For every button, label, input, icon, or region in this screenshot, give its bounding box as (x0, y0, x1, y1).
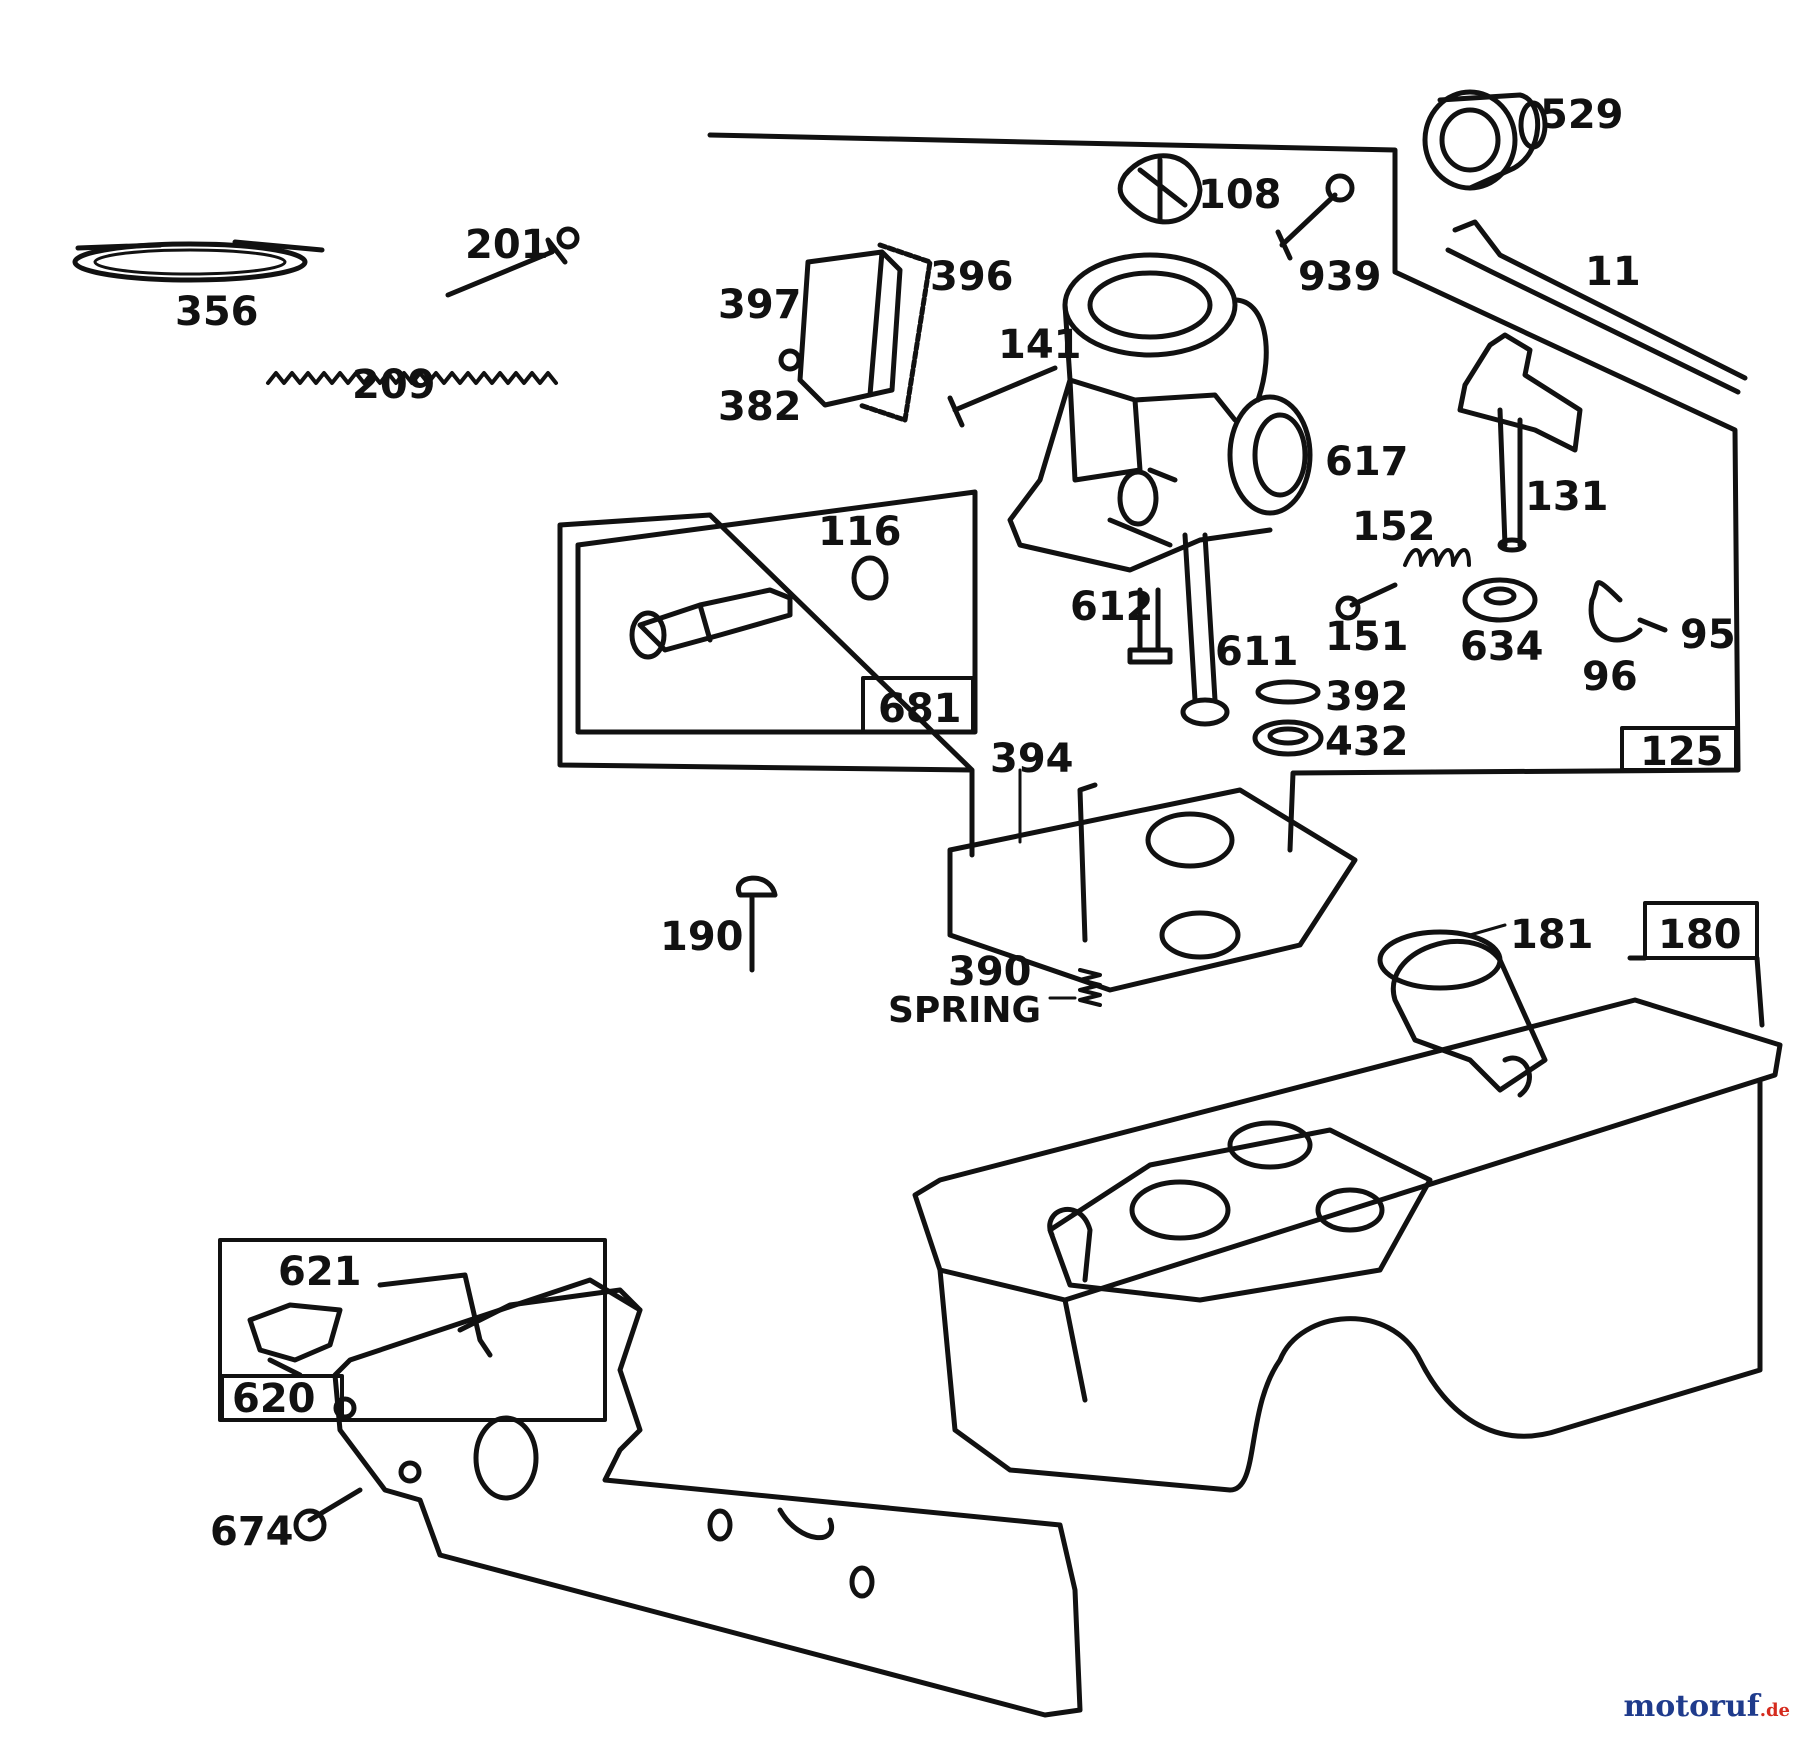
part-151-head (1335, 595, 1361, 621)
part-141-needle (947, 365, 1058, 428)
label-620: 620 (232, 1376, 316, 1422)
part-382-pin (778, 348, 802, 372)
label-674: 674 (210, 1509, 294, 1555)
part-116-oring (851, 555, 889, 601)
part-612-bolt (1127, 587, 1173, 665)
part-681-valve-tip (629, 610, 667, 660)
part-201-eye (556, 226, 580, 250)
carburetor-body (1007, 252, 1313, 573)
label-190: 190 (660, 914, 744, 960)
part-394-gasket (947, 787, 1358, 993)
label-390: 390 (948, 949, 1032, 995)
label-612: 612 (1070, 584, 1154, 630)
part-620-bracket (332, 1277, 1083, 1718)
label-131: 131 (1525, 474, 1609, 520)
part-620-hole-c (398, 1460, 422, 1484)
part-634-washer (1462, 577, 1538, 623)
leader-181 (1468, 923, 1507, 937)
part-180-fuel-tank (912, 901, 1783, 1493)
part-394-hole-b (1159, 910, 1241, 960)
part-201-link (445, 237, 568, 298)
part-611-bolt (1182, 532, 1218, 703)
part-620-hole-e (849, 1565, 875, 1599)
part-611-head (1180, 697, 1230, 727)
label-939: 939 (1298, 254, 1382, 300)
part-620-hole-b (473, 1415, 539, 1501)
label-152: 152 (1352, 504, 1436, 550)
part-939-screw (1275, 192, 1338, 261)
label-116: 116 (818, 509, 902, 555)
label-181: 181 (1510, 912, 1594, 958)
label-209: 209 (352, 362, 436, 408)
part-151-screw (1349, 582, 1398, 608)
label-529: 529 (1540, 92, 1624, 138)
label-382: 382 (718, 384, 802, 430)
label-611: 611 (1215, 629, 1299, 675)
kit-outline-125 (557, 132, 1741, 858)
part-939-head (1325, 173, 1355, 203)
part-356-ring (72, 241, 308, 283)
part-392-washer (1255, 679, 1321, 705)
label-spring: SPRING (888, 990, 1041, 1031)
box-621-620 (218, 1238, 607, 1422)
label-108: 108 (1198, 172, 1282, 218)
label-432: 432 (1325, 719, 1409, 765)
label-397: 397 (718, 282, 802, 328)
part-681-valve (637, 587, 793, 653)
watermark-suffix: .de (1759, 1700, 1790, 1721)
watermark: motoruf.de (1624, 1689, 1790, 1724)
label-151: 151 (1325, 614, 1409, 660)
label-681: 681 (878, 686, 962, 732)
part-131-shaft (1457, 332, 1583, 553)
part-620-hole-a (333, 1396, 357, 1420)
part-394-pin (1077, 782, 1098, 943)
part-394-hole-a (1145, 811, 1235, 869)
label-392: 392 (1325, 674, 1409, 720)
box-681 (861, 676, 975, 734)
watermark-main: motoruf (1623, 1689, 1760, 1724)
part-356-ring-inner (93, 248, 287, 276)
part-95-screw (1637, 617, 1668, 633)
label-11: 11 (1585, 249, 1641, 295)
part-620-notch (777, 1507, 835, 1541)
part-620-arm (377, 1272, 643, 1358)
label-201: 201 (465, 222, 549, 268)
part-152-spring (1403, 548, 1471, 567)
label-356: 356 (175, 289, 259, 335)
part-96-clip (1588, 580, 1643, 643)
part-356-wire (75, 239, 325, 253)
part-621-spring (247, 1302, 343, 1378)
part-397-float (797, 249, 903, 408)
part-190-screw (735, 875, 778, 973)
label-95: 95 (1680, 612, 1736, 658)
part-634-washer-hole (1483, 586, 1517, 606)
label-396: 396 (930, 254, 1014, 300)
part-396-gasket (857, 242, 933, 423)
part-432-seal-inner (1267, 726, 1309, 746)
label-617: 617 (1325, 439, 1409, 485)
part-209-spring (266, 371, 558, 385)
label-141: 141 (998, 322, 1082, 368)
part-432-seal (1252, 719, 1324, 757)
label-96: 96 (1582, 654, 1638, 700)
label-180: 180 (1658, 912, 1742, 958)
label-621: 621 (278, 1249, 362, 1295)
box-180 (1643, 901, 1759, 960)
part-11-tube (1445, 219, 1748, 395)
box-125 (1620, 726, 1738, 772)
label-394: 394 (990, 736, 1074, 782)
part-529-boot (1422, 89, 1548, 191)
part-674-head (293, 1508, 327, 1542)
label-125: 125 (1640, 729, 1724, 775)
part-108-float (1117, 153, 1203, 225)
part-620-hole-d (707, 1508, 733, 1542)
label-634: 634 (1460, 624, 1544, 670)
part-390-spring (1078, 968, 1102, 1007)
